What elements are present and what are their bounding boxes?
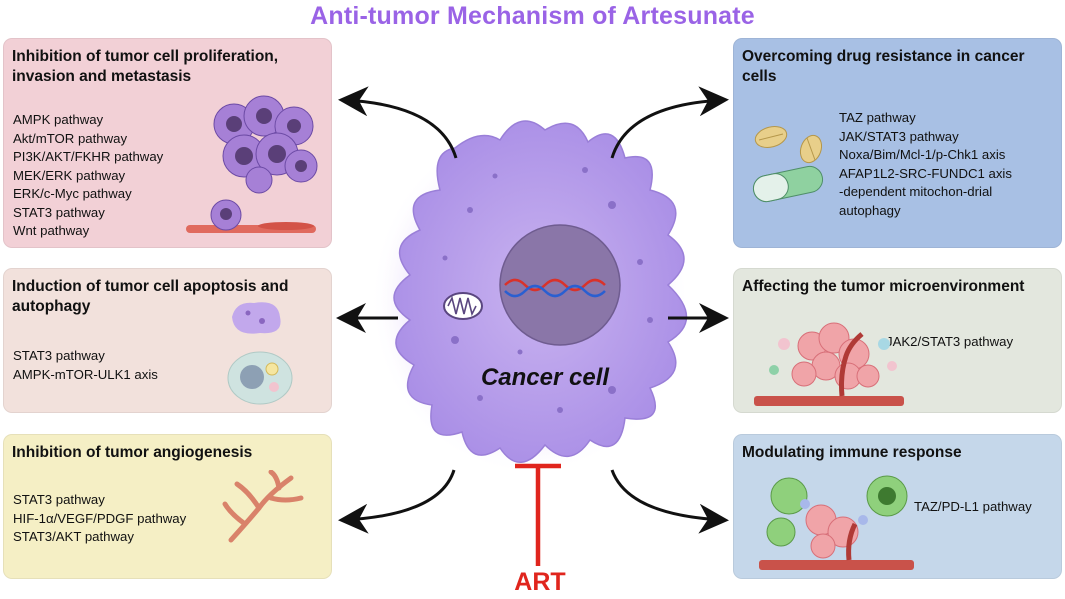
panel-heading: Affecting the tumor microenvironment [742,278,1025,295]
arrow-to-proliferation [338,86,458,159]
pathway-item: STAT3 pathway [13,204,105,220]
tumor-microenvironment-icon [754,322,904,406]
pathway-item: MEK/ERK pathway [13,167,126,183]
panel-microenvironment: Affecting the tumor microenvironment JAK… [733,268,1062,413]
pathway-item: HIF-1α/VEGF/PDGF pathway [13,510,187,526]
pathway-item: STAT3 pathway [13,348,105,363]
dna-strand-icon [504,278,606,292]
pathway-item: TAZ pathway [839,110,916,125]
panel-angiogenesis: Inhibition of tumor angiogenesis STAT3 p… [3,434,332,579]
autophagy-cell-icon [227,351,293,405]
panel-apoptosis: Induction of tumor cell apoptosis and au… [3,268,332,413]
cell-vesicles [442,167,653,413]
pathway-list: JAK2/STAT3 pathway [886,333,1013,352]
pathway-item: JAK/STAT3 pathway [839,128,959,144]
pathway-item: AFAP1L2-SRC-FUNDC1 axis [839,165,1012,181]
pathway-item: Wnt pathway [13,223,90,238]
arrow-to-drug-resistance [610,86,729,159]
pathway-item: JAK2/STAT3 pathway [886,334,1014,349]
pathway-item: TAZ/PD-L1 pathway [914,499,1032,514]
drug-pills-icon [752,125,824,203]
pathway-item: AMPK pathway [13,112,104,127]
panel-heading: Inhibition of tumor angiogenesis [12,444,253,461]
pathway-item: ERK/c-Myc pathway [13,186,132,201]
mitochondrion-icon [443,292,483,320]
immune-tumor-interaction-icon [759,475,914,570]
pathway-list: AMPK pathway Akt/mTOR pathway PI3K/AKT/F… [13,111,163,241]
blood-vessel-branch-icon [222,470,304,543]
pathway-item: PI3K/AKT/FKHR pathway [13,149,164,164]
pathway-item: -dependent mitochon-drial [839,184,993,199]
diagram-title: Anti-tumor Mechanism of Artesunate [310,2,755,30]
panel-heading: Inhibition of tumor cell proliferation, … [12,48,279,85]
pathway-item: Noxa/Bim/Mcl-1/p-Chk1 axis [839,147,1006,162]
pathway-item: STAT3 pathway [13,492,105,507]
pathway-item: STAT3/AKT pathway [13,529,134,544]
pathway-list: TAZ pathway JAK/STAT3 pathway Noxa/Bim/M… [839,109,1012,220]
panel-heading: Modulating immune response [742,444,962,461]
pathway-list: STAT3 pathway AMPK-mTOR-ULK1 axis [13,347,158,384]
inhibition-bar-icon [515,463,561,566]
arrow-to-immune-response [610,469,729,534]
pathway-item: Akt/mTOR pathway [13,130,128,146]
panel-heading: Overcoming drug resistance in cancer cel… [742,48,1025,85]
apoptotic-cell-icon [232,302,281,334]
migrating-cell-icon [186,199,316,233]
arrow-to-angiogenesis [338,469,456,534]
panel-immune-response: Modulating immune response TAZ/PD-L1 pat… [733,434,1062,579]
pathway-item: AMPK-mTOR-ULK1 axis [13,366,158,382]
panel-drug-resistance: Overcoming drug resistance in cancer cel… [733,38,1062,248]
panel-proliferation: Inhibition of tumor cell proliferation, … [3,38,332,248]
panel-heading: Induction of tumor cell apoptosis and au… [12,278,289,315]
pathway-item: autophagy [839,202,901,218]
pathway-list: TAZ/PD-L1 pathway [914,498,1032,517]
tumor-cell-cluster-icon [213,95,318,194]
cancer-cell-label: Cancer cell [480,364,610,391]
nucleus [499,224,621,346]
drug-label: ART [514,568,566,596]
pathway-list: STAT3 pathway HIF-1α/VEGF/PDGF pathway S… [13,491,186,547]
